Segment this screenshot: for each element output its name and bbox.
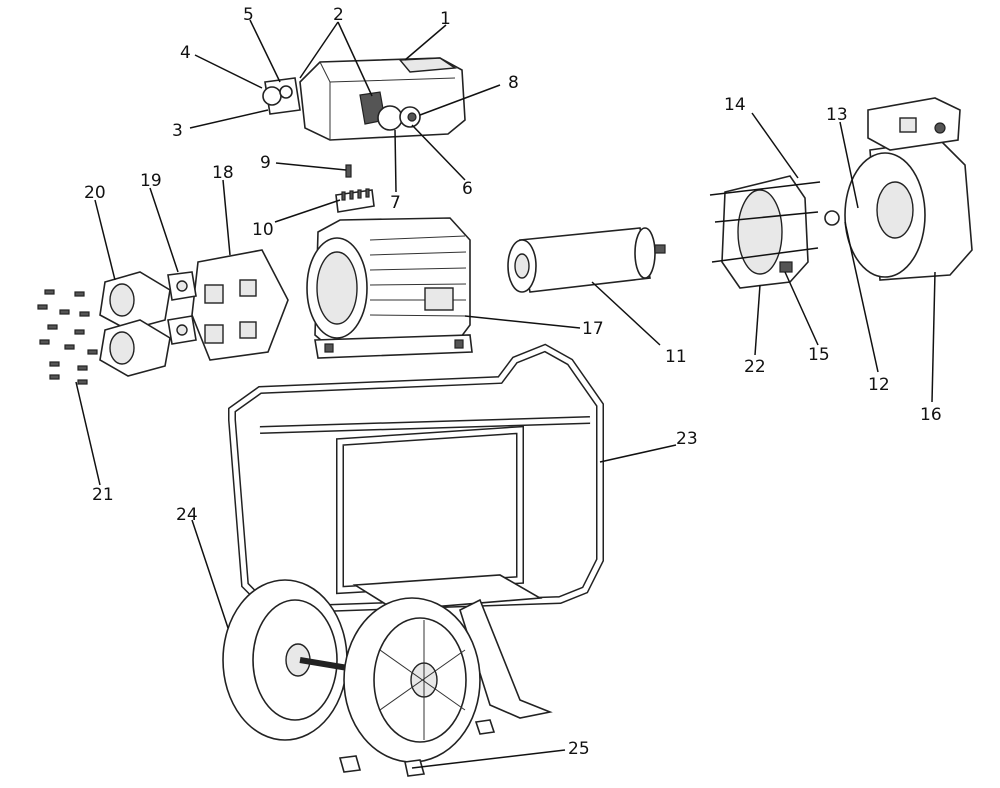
callout-12: 12 <box>868 375 890 395</box>
screw-9 <box>346 165 351 177</box>
terminal-strip-10 <box>336 189 374 212</box>
callout-3: 3 <box>172 121 183 141</box>
callout-10: 10 <box>252 220 274 240</box>
gaskets <box>168 272 196 344</box>
callout-13: 13 <box>826 105 848 125</box>
callout-25: 25 <box>568 739 590 759</box>
wheel-rear <box>223 580 347 740</box>
screws <box>38 290 97 384</box>
control-box-assembly <box>263 58 465 140</box>
callout-22: 22 <box>744 357 766 377</box>
callout-17: 17 <box>582 319 604 339</box>
callout-16: 16 <box>920 405 942 425</box>
callout-24: 24 <box>176 505 198 525</box>
end-plate <box>192 250 288 360</box>
callout-15: 15 <box>808 345 830 365</box>
callout-labels: 1 2 3 4 5 6 7 8 9 10 11 12 13 14 15 16 1… <box>84 5 942 759</box>
callout-7: 7 <box>390 193 401 213</box>
callout-1: 1 <box>440 9 451 29</box>
wheel-front <box>344 598 480 762</box>
callout-14: 14 <box>724 95 746 115</box>
rotor-cylinder <box>508 228 665 292</box>
callout-20: 20 <box>84 183 106 203</box>
callout-5: 5 <box>243 5 254 25</box>
callout-2: 2 <box>333 5 344 25</box>
callout-8: 8 <box>508 73 519 93</box>
callout-11: 11 <box>665 347 687 367</box>
callout-6: 6 <box>462 179 473 199</box>
motor-housing <box>307 218 472 358</box>
callout-9: 9 <box>260 153 271 173</box>
callout-19: 19 <box>140 171 162 191</box>
end-bell <box>710 176 820 288</box>
callout-23: 23 <box>676 429 698 449</box>
stator-housing <box>845 98 972 280</box>
callout-4: 4 <box>180 43 191 63</box>
callout-21: 21 <box>92 485 114 505</box>
callout-18: 18 <box>212 163 234 183</box>
connector-housings <box>100 272 170 376</box>
leader-lines <box>76 20 935 768</box>
